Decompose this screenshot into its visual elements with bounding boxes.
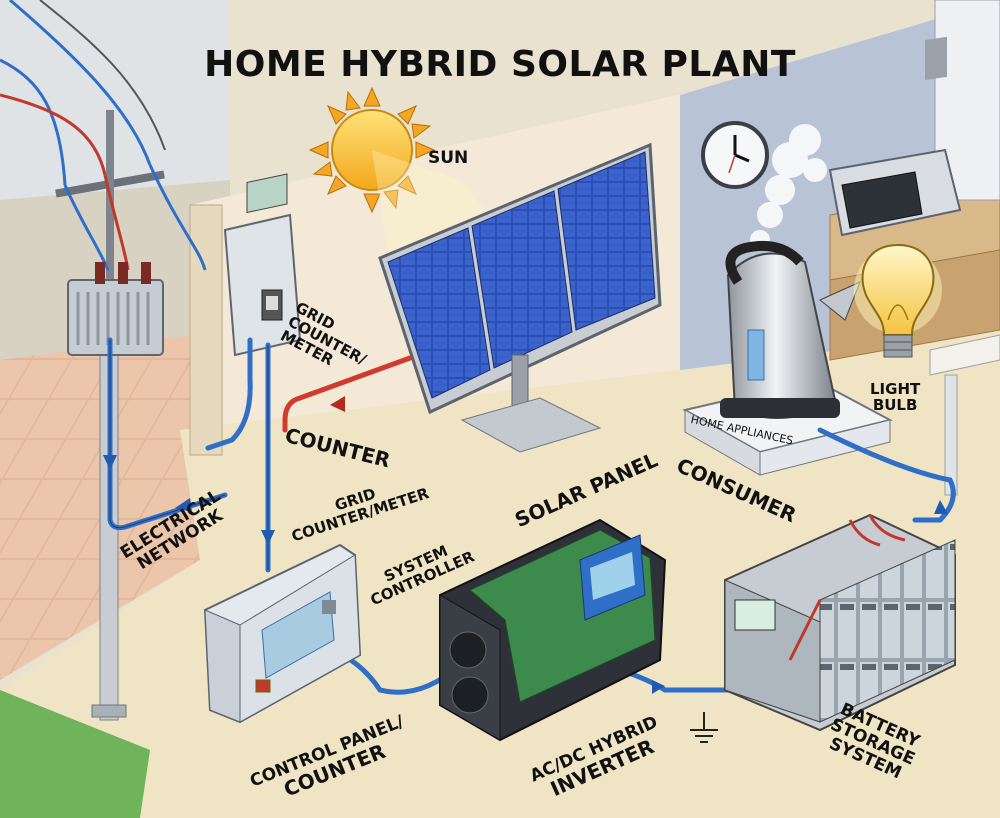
inverter: [439, 518, 667, 742]
side-table: [929, 334, 1000, 376]
solar-wire-arrow: [330, 396, 345, 412]
light-bulb-icon: [854, 243, 942, 358]
solar-panel: [378, 142, 662, 453]
fan-icon: [449, 631, 489, 714]
wall-pillar: [189, 204, 223, 456]
light-bulb-label: LIGHT BULB: [870, 380, 921, 414]
control-panel: [203, 543, 362, 724]
clock-icon: [701, 121, 769, 189]
sun-label: SUN: [428, 148, 469, 168]
light-bulb-line-1: LIGHT: [870, 380, 921, 398]
sun-icon: [308, 86, 436, 214]
ground-icon: [690, 712, 718, 743]
transformer-icon: [67, 262, 164, 356]
sky: [0, 0, 230, 200]
kettle-icon: [720, 240, 861, 419]
battery-rack: [724, 513, 956, 732]
outdoor-wall: [0, 180, 230, 360]
grass: [0, 690, 150, 818]
light-bulb-line-2: BULB: [872, 395, 918, 414]
microwave-icon: [828, 36, 962, 237]
solar-wire: [282, 355, 413, 433]
grid-meter-wall: [223, 173, 302, 357]
steam: [750, 124, 827, 250]
page-title: HOME HYBRID SOLAR PLANT: [204, 44, 796, 85]
